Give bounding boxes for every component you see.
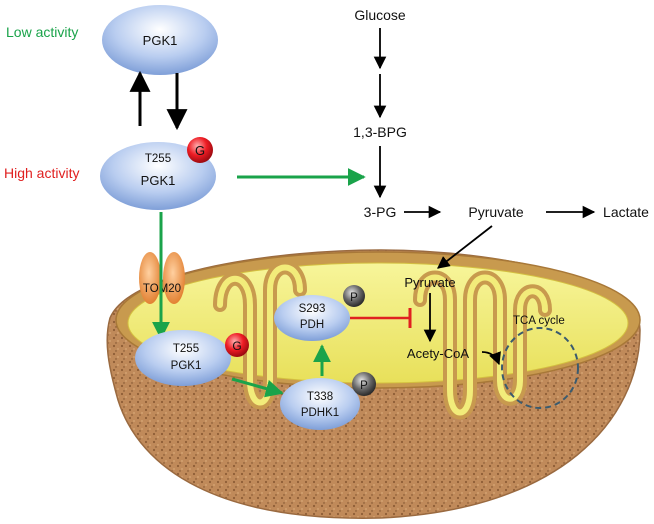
pgk1-mitochondrial: T255 PGK1 G [135, 330, 249, 386]
protein-shape [100, 142, 216, 210]
lactate-label: Lactate [603, 204, 649, 220]
bpg-label: 1,3-BPG [353, 124, 407, 140]
acetylcoa-to-tca-arrow [481, 351, 501, 366]
pgk1-high-activity: T255 PGK1 G [100, 137, 216, 210]
tca-cycle: TCA cycle [501, 315, 579, 409]
pdh-complex: S293 PDH P [274, 285, 365, 341]
tca-cycle-ring [501, 327, 579, 409]
glucose-label: Glucose [354, 7, 406, 23]
cristae-inner [217, 264, 548, 416]
site-label: T255 [173, 343, 199, 355]
protein-name: PGK1 [143, 33, 178, 48]
phospho-badge [343, 285, 365, 307]
site-label: T255 [145, 153, 171, 165]
protein-shape [274, 295, 350, 341]
glycolysis-pathway: Glucose 1,3-BPG 3-PG Pyruvate Lactate [353, 7, 649, 269]
glycosylation-badge-label: G [195, 143, 205, 158]
protein-name: PGK1 [171, 360, 202, 372]
mito-pyruvate-label: Pyruvate [404, 275, 455, 290]
low-activity-label: Low activity [6, 24, 78, 40]
glycosylation-badge [187, 137, 213, 163]
pdhk1-kinase: T338 PDHK1 P [280, 372, 376, 430]
pgk1-low-activity: PGK1 [102, 5, 218, 75]
protein-name: PGK1 [141, 173, 176, 188]
phospho-badge [352, 372, 376, 396]
protein-shape [135, 330, 231, 386]
high-activity-label: High activity [4, 165, 79, 181]
protein-shape [102, 5, 218, 75]
site-label: S293 [299, 303, 326, 315]
pgk1-to-pdhk1-arrow [231, 377, 284, 398]
tom20-left-lobe [139, 252, 161, 304]
glycosylation-badge [225, 333, 249, 357]
pyruvate-import-arrow [437, 225, 493, 269]
site-label: T338 [307, 391, 333, 403]
acetyl-coa-label: Acety-CoA [407, 346, 469, 361]
protein-name: PDHK1 [301, 407, 339, 419]
tca-cycle-label: TCA cycle [513, 315, 565, 327]
protein-shape [280, 378, 360, 430]
pg3-label: 3-PG [364, 204, 397, 220]
pyruvate-label: Pyruvate [468, 204, 523, 220]
tom20-channel: TOM20 [139, 252, 185, 304]
glycosylation-badge-label: G [232, 339, 241, 353]
phospho-badge-label: P [350, 292, 358, 304]
tom20-right-lobe [163, 252, 185, 304]
phospho-badge-label: P [360, 380, 368, 392]
protein-name: PDH [300, 319, 324, 331]
